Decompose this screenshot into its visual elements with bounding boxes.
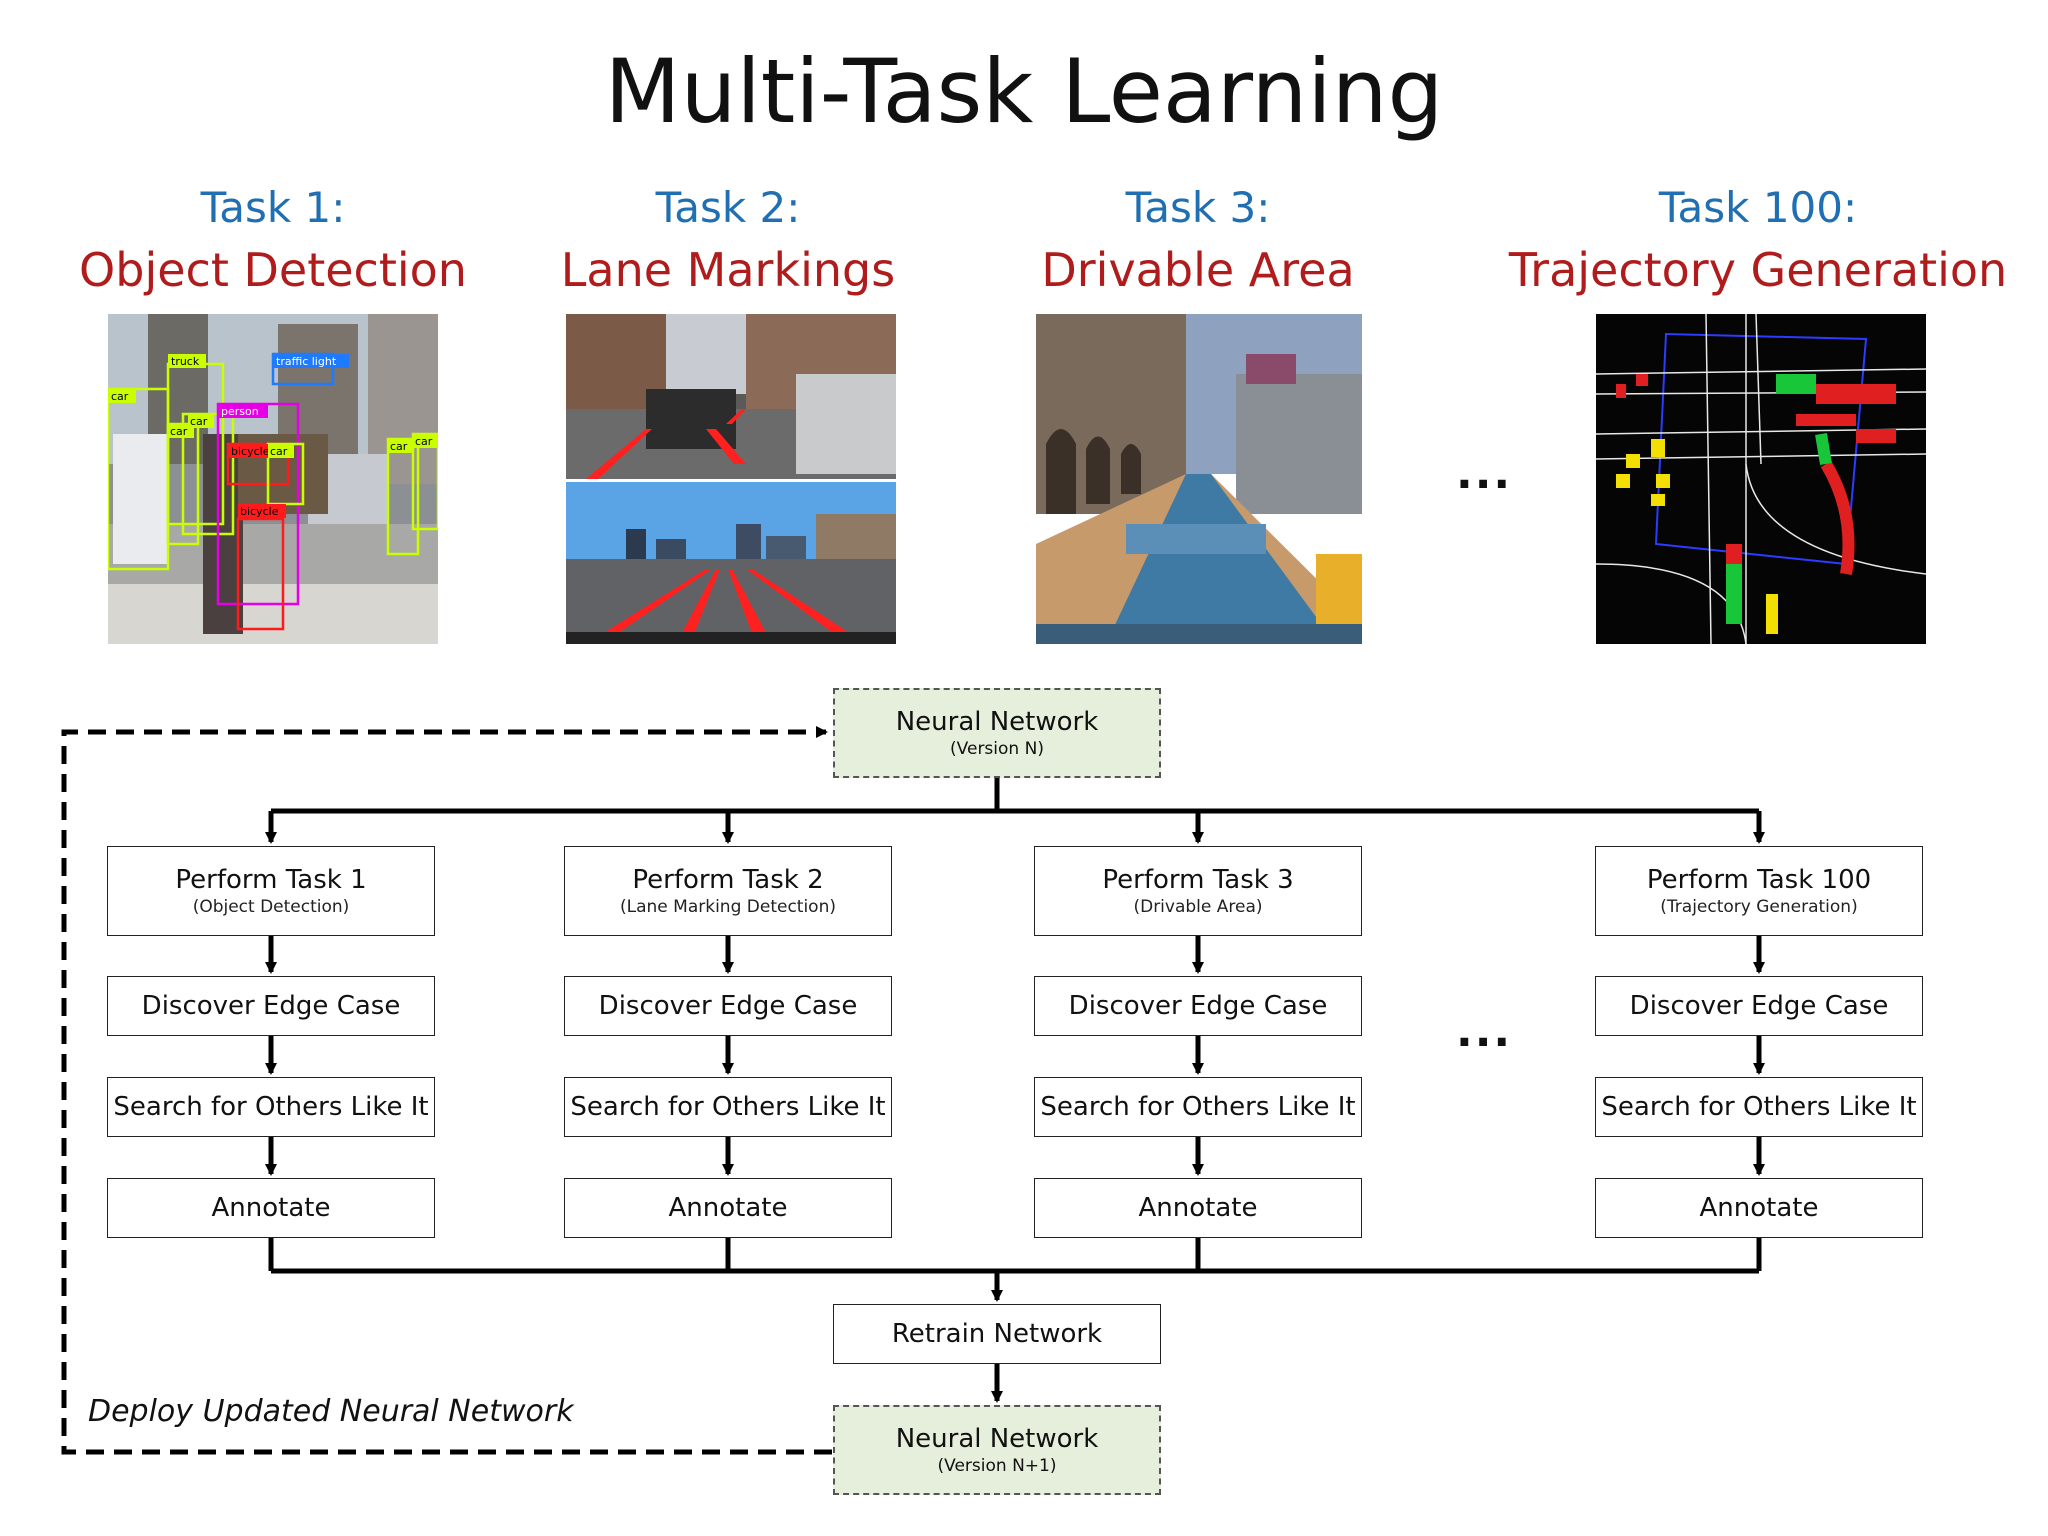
task-ellipsis: ... xyxy=(1456,448,1513,499)
search-others-box: Search for Others Like It xyxy=(564,1077,892,1137)
task-number: Task 100: xyxy=(1658,183,1858,232)
discover-edge-case-box: Discover Edge Case xyxy=(1595,976,1923,1036)
annotate-box: Annotate xyxy=(1034,1178,1362,1238)
deploy-label: Deploy Updated Neural Network xyxy=(88,1394,574,1429)
task-name: Trajectory Generation xyxy=(1508,243,2008,297)
discover-edge-case-box: Discover Edge Case xyxy=(1034,976,1362,1036)
nn-version: (Version N+1) xyxy=(937,1456,1057,1476)
box-label: Search for Others Like It xyxy=(1601,1092,1917,1122)
detection-label: car xyxy=(390,440,408,453)
box-label: Discover Edge Case xyxy=(1629,991,1889,1021)
perform-task-2-box: Perform Task 2 (Lane Marking Detection) xyxy=(564,846,892,936)
retrain-network-box: Retrain Network xyxy=(833,1304,1161,1364)
detection-label: bicycle xyxy=(231,445,270,458)
neural-network-version-n-plus-1: Neural Network (Version N+1) xyxy=(833,1405,1161,1495)
box-sublabel: (Drivable Area) xyxy=(1133,897,1263,917)
discover-edge-case-box: Discover Edge Case xyxy=(564,976,892,1036)
annotate-box: Annotate xyxy=(107,1178,435,1238)
box-label: Search for Others Like It xyxy=(113,1092,429,1122)
perform-task-100-box: Perform Task 100 (Trajectory Generation) xyxy=(1595,846,1923,936)
box-sublabel: (Trajectory Generation) xyxy=(1660,897,1858,917)
box-label: Retrain Network xyxy=(891,1319,1103,1349)
nn-label: Neural Network xyxy=(895,707,1099,737)
task-number: Task 3: xyxy=(1125,183,1271,232)
task-name: Lane Markings xyxy=(560,243,896,297)
task-header-3: Task 3: Drivable Area xyxy=(928,180,1468,302)
nn-version: (Version N) xyxy=(950,739,1044,759)
discover-edge-case-box: Discover Edge Case xyxy=(107,976,435,1036)
task-header-2: Task 2: Lane Markings xyxy=(458,180,998,302)
box-label: Perform Task 2 xyxy=(632,865,824,895)
nn-label: Neural Network xyxy=(895,1424,1099,1454)
neural-network-version-n: Neural Network (Version N) xyxy=(833,688,1161,778)
annotate-box: Annotate xyxy=(1595,1178,1923,1238)
annotate-box: Annotate xyxy=(564,1178,892,1238)
box-label: Perform Task 3 xyxy=(1102,865,1294,895)
task-header-1: Task 1: Object Detection xyxy=(3,180,543,302)
page-title: Multi-Task Learning xyxy=(604,40,1444,143)
box-label: Search for Others Like It xyxy=(1040,1092,1356,1122)
task-header-100: Task 100: Trajectory Generation xyxy=(1488,180,2028,302)
box-label: Discover Edge Case xyxy=(141,991,401,1021)
box-label: Search for Others Like It xyxy=(570,1092,886,1122)
detection-label: car xyxy=(415,435,433,448)
perform-task-3-box: Perform Task 3 (Drivable Area) xyxy=(1034,846,1362,936)
column-ellipsis: ... xyxy=(1456,1006,1513,1057)
trajectory-generation-image xyxy=(1596,314,1926,644)
lane-markings-image xyxy=(566,314,896,644)
box-label: Perform Task 1 xyxy=(175,865,367,895)
task-number: Task 1: xyxy=(200,183,346,232)
detection-label: car xyxy=(111,390,129,403)
drivable-area-image xyxy=(1036,314,1362,644)
perform-task-1-box: Perform Task 1 (Object Detection) xyxy=(107,846,435,936)
box-label: Discover Edge Case xyxy=(598,991,858,1021)
box-label: Annotate xyxy=(668,1193,788,1223)
search-others-box: Search for Others Like It xyxy=(1595,1077,1923,1137)
task-name: Drivable Area xyxy=(1041,243,1355,297)
box-label: Annotate xyxy=(211,1193,331,1223)
detection-label: car xyxy=(270,445,288,458)
detection-label: truck xyxy=(171,355,200,368)
box-label: Annotate xyxy=(1138,1193,1258,1223)
object-detection-image: truck traffic light car person car car b… xyxy=(108,314,438,644)
task-name: Object Detection xyxy=(79,243,467,297)
box-label: Discover Edge Case xyxy=(1068,991,1328,1021)
box-label: Annotate xyxy=(1699,1193,1819,1223)
detection-label: car xyxy=(170,425,188,438)
search-others-box: Search for Others Like It xyxy=(107,1077,435,1137)
search-others-box: Search for Others Like It xyxy=(1034,1077,1362,1137)
box-label: Perform Task 100 xyxy=(1646,865,1872,895)
detection-label: bicycle xyxy=(240,505,279,518)
box-sublabel: (Object Detection) xyxy=(192,897,350,917)
detection-label: person xyxy=(221,405,259,418)
detection-label: car xyxy=(190,415,208,428)
box-sublabel: (Lane Marking Detection) xyxy=(620,897,836,917)
detection-label: traffic light xyxy=(276,355,337,368)
task-number: Task 2: xyxy=(655,183,801,232)
